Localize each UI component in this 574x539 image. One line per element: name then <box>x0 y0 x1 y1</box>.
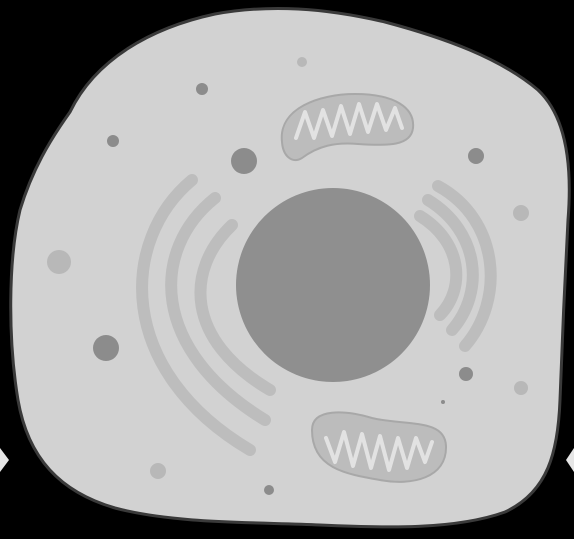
vesicle <box>47 250 71 274</box>
left-edge-marker-icon[interactable] <box>0 448 9 472</box>
nucleus <box>236 188 430 382</box>
vesicle <box>107 135 119 147</box>
vesicle <box>196 83 208 95</box>
vesicle <box>441 400 445 404</box>
vesicle <box>231 148 257 174</box>
vesicle <box>264 485 274 495</box>
vesicle <box>93 335 119 361</box>
vesicle <box>459 367 473 381</box>
vesicle <box>297 57 307 67</box>
vesicle <box>150 463 166 479</box>
vesicle <box>514 381 528 395</box>
vesicle <box>513 205 529 221</box>
right-edge-marker-icon[interactable] <box>566 448 574 472</box>
vesicle <box>468 148 484 164</box>
